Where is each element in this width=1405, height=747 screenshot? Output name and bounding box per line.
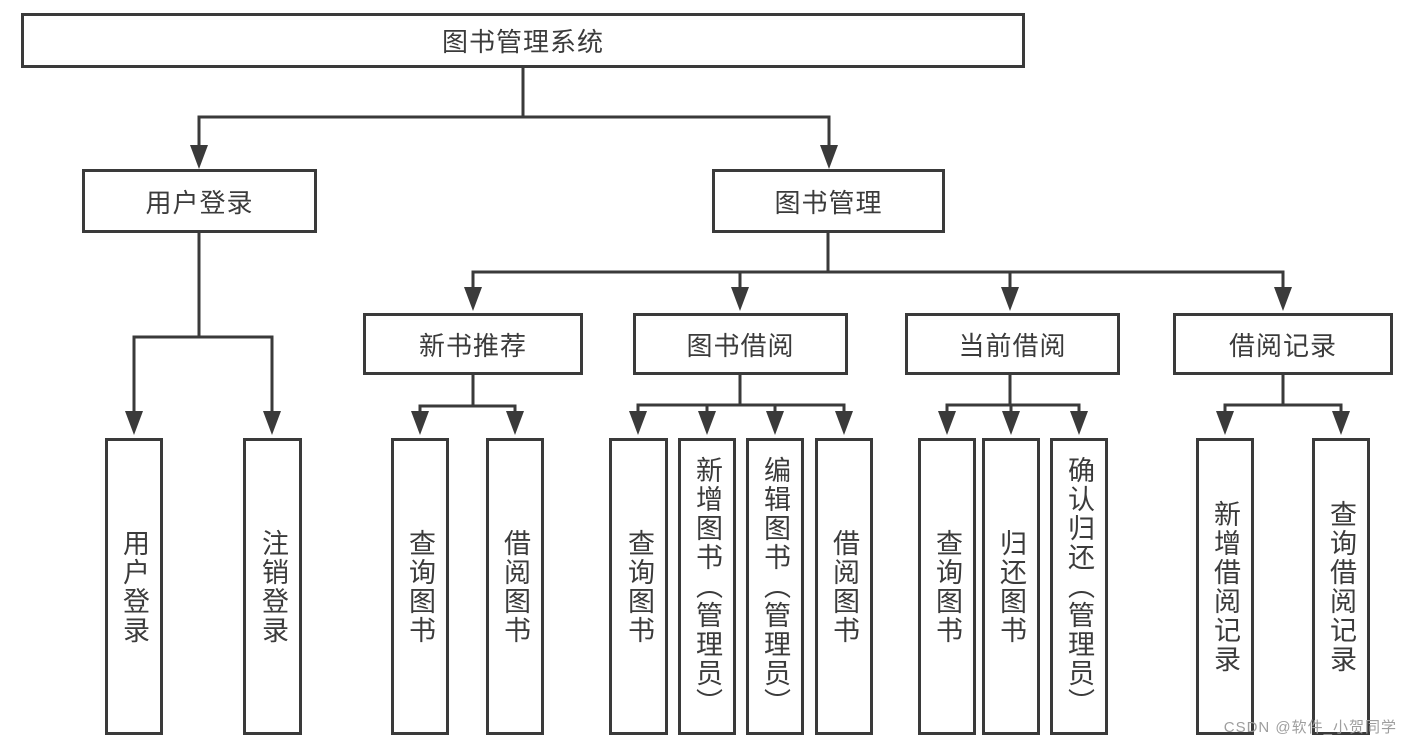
node-user-login: 用户登录 (82, 169, 317, 233)
node-confirm-return-admin: 确认归还（管理员） (1050, 438, 1108, 735)
node-edit-book-admin: 编辑图书（管理员） (746, 438, 804, 735)
node-query-borrow-record: 查询借阅记录 (1312, 438, 1370, 735)
csdn-watermark: CSDN @软件_小贺同学 (1223, 719, 1397, 736)
node-logout: 注销登录 (243, 438, 302, 735)
arrowheads (125, 145, 1350, 435)
node-borrow-records: 借阅记录 (1173, 313, 1393, 375)
node-book-borrow: 图书借阅 (633, 313, 848, 375)
node-query-books-current: 查询图书 (918, 438, 976, 735)
node-add-borrow-record: 新增借阅记录 (1196, 438, 1254, 735)
node-current-borrow: 当前借阅 (905, 313, 1120, 375)
node-new-book-recommend: 新书推荐 (363, 313, 583, 375)
node-return-book: 归还图书 (982, 438, 1040, 735)
node-query-books-recommend: 查询图书 (391, 438, 449, 735)
node-borrow-books-recommend: 借阅图书 (486, 438, 544, 735)
node-query-books-borrow: 查询图书 (609, 438, 668, 735)
node-user-login-leaf: 用户登录 (105, 438, 163, 735)
node-book-management: 图书管理 (712, 169, 945, 233)
node-add-book-admin: 新增图书（管理员） (678, 438, 736, 735)
node-root: 图书管理系统 (21, 13, 1025, 68)
node-borrow-books-leaf: 借阅图书 (815, 438, 873, 735)
